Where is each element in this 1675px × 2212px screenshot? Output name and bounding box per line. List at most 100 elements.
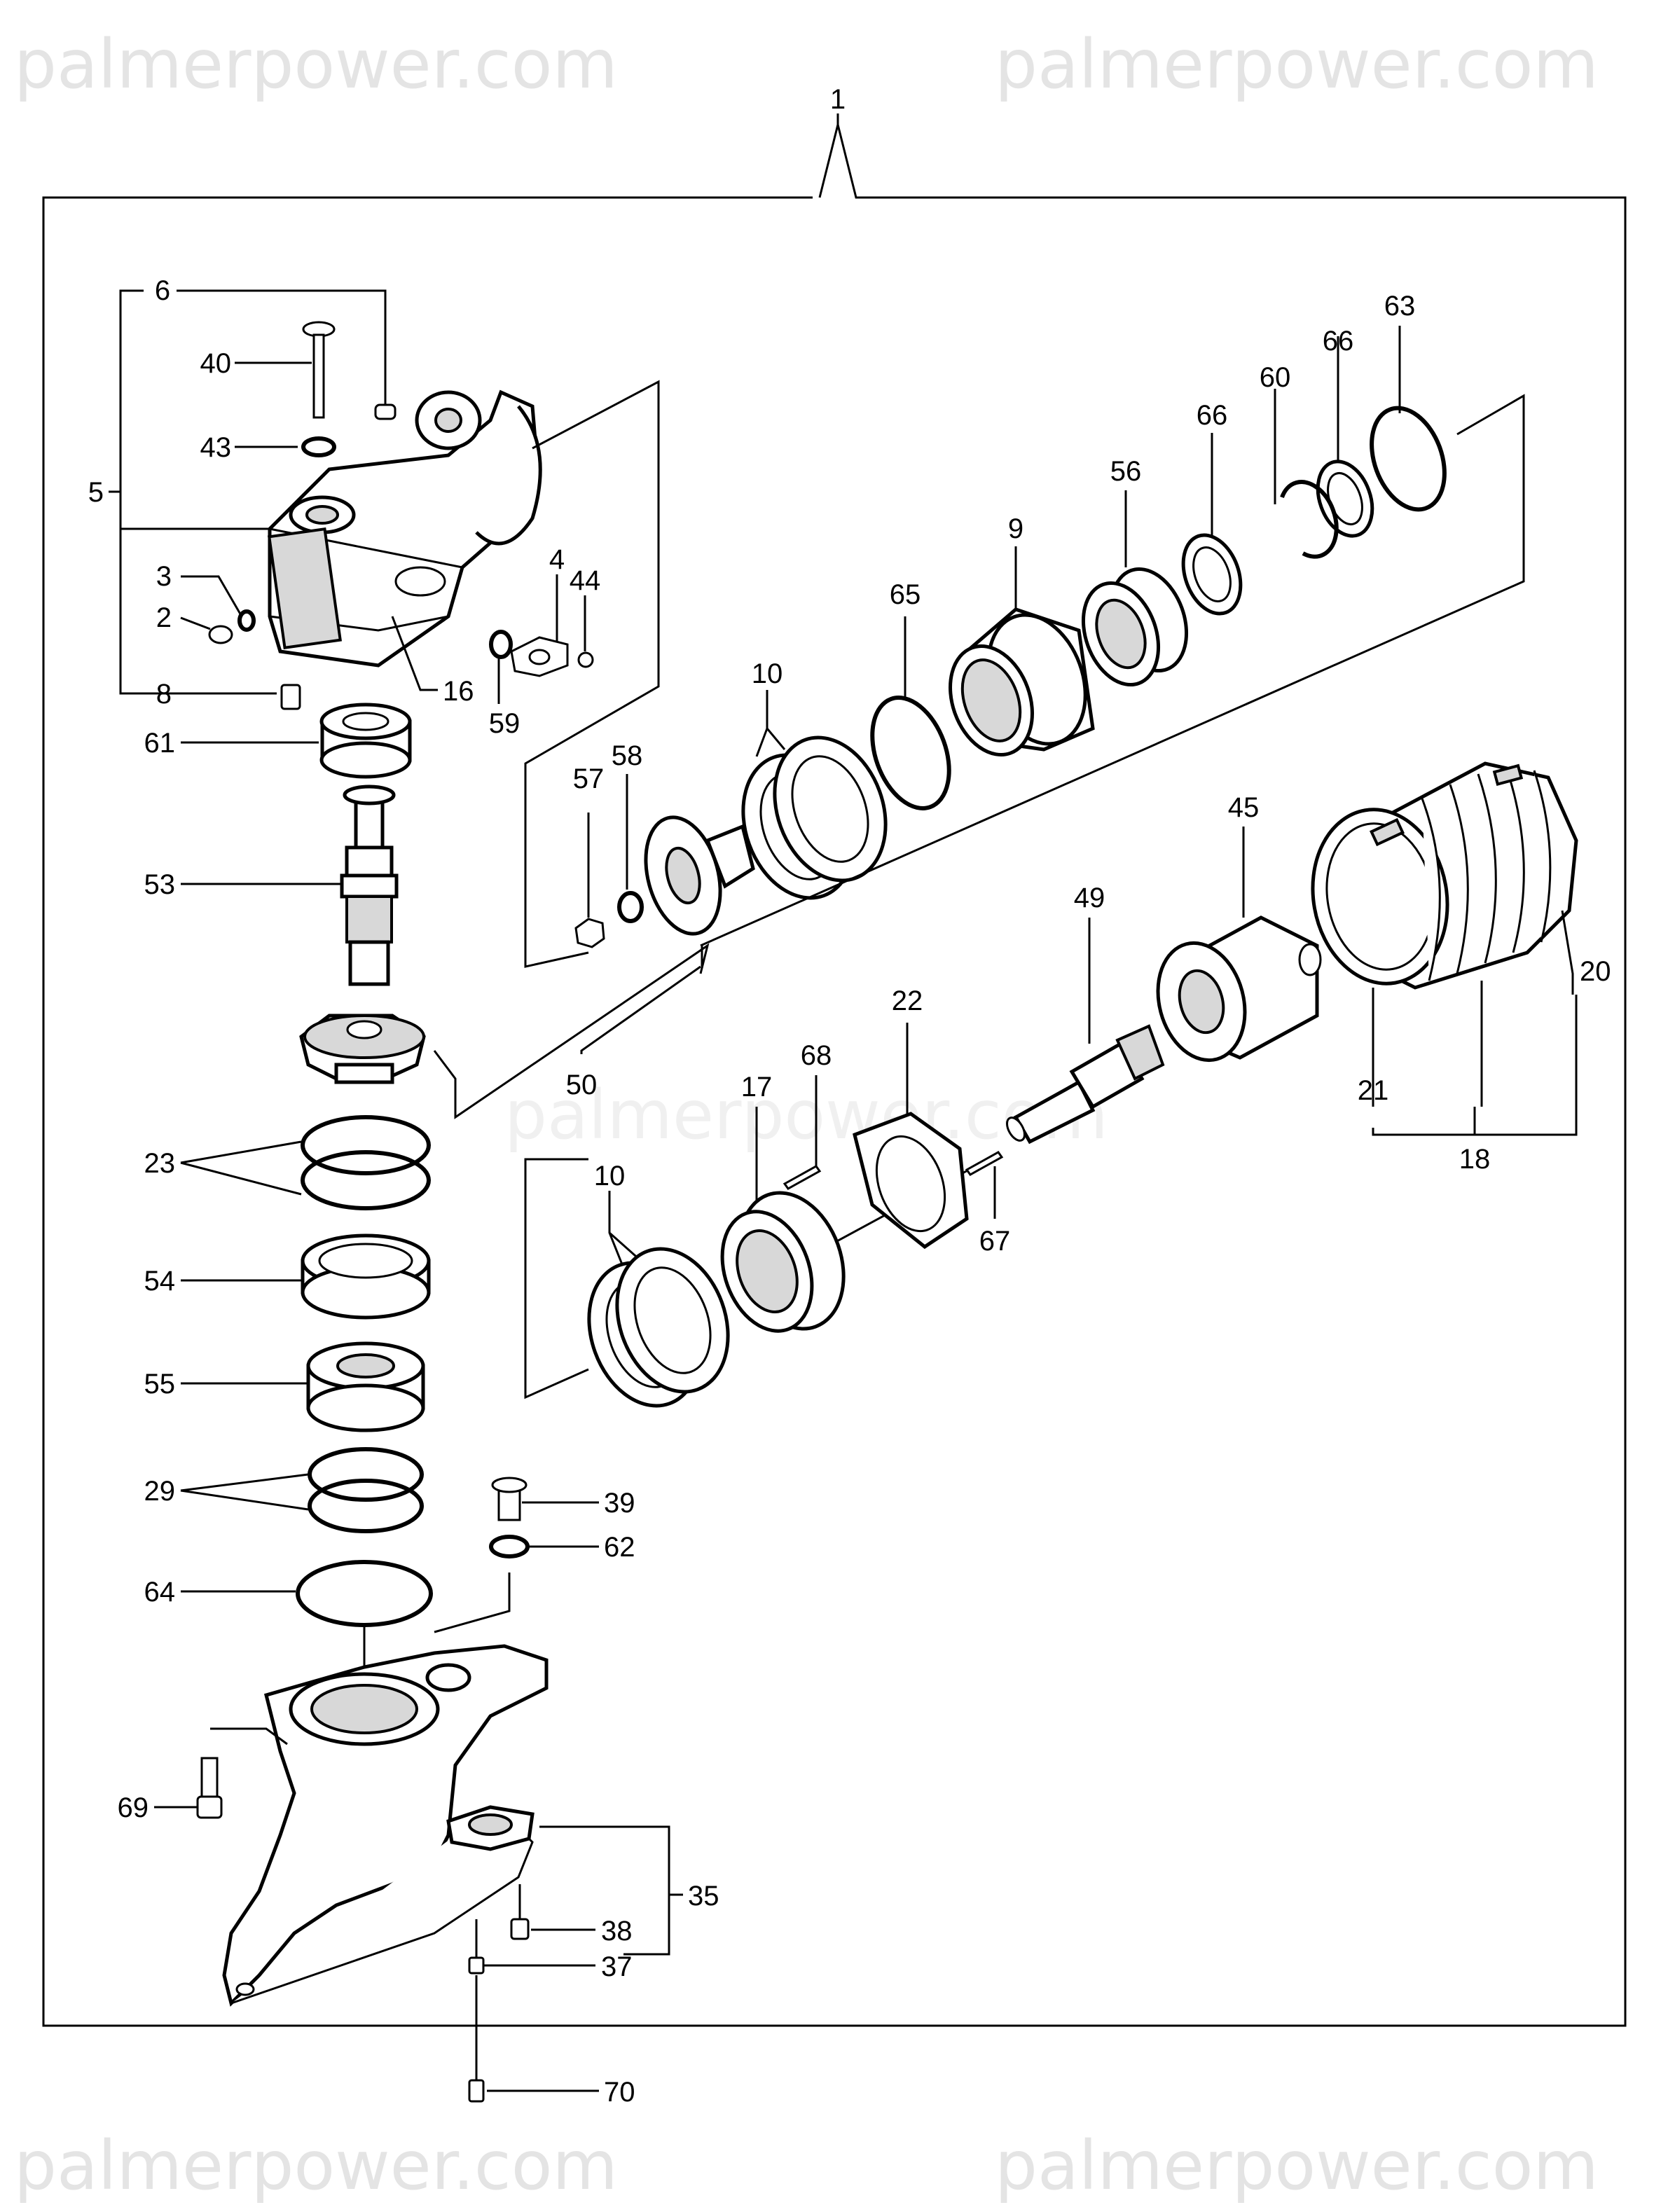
leader-62-to-housing: [434, 1572, 511, 1633]
callout-44: 44: [570, 565, 601, 596]
callout-1: 1: [830, 84, 846, 115]
part-6-plug: [374, 403, 397, 420]
part-10-shim-lower-b-inner: [633, 1266, 712, 1374]
leader-3: [181, 575, 243, 617]
callout-18: 18: [1459, 1144, 1491, 1175]
watermark-top-right: palmerpower.com: [995, 25, 1599, 104]
bracket-upper-right: [700, 394, 1525, 947]
leader-20: [1561, 910, 1574, 995]
part-54-bearing: [301, 1233, 431, 1320]
leader-50: [580, 965, 701, 1054]
callout-64: 64: [144, 1577, 176, 1608]
part-61-bearing: [319, 703, 412, 779]
callout-66-b: 66: [1323, 326, 1354, 357]
callout-16: 16: [443, 676, 474, 707]
part-29-shim-lower: [308, 1479, 424, 1533]
part-2-screw: [208, 625, 233, 644]
part-17-bearing-retainer: [720, 1191, 846, 1333]
callout-9: 9: [1008, 513, 1023, 544]
leader-6: [177, 289, 387, 405]
callout-58: 58: [612, 740, 643, 771]
part-39-bushing: [491, 1477, 528, 1521]
part-57-nut: [574, 918, 605, 948]
watermark-center: palmerpower.com: [504, 1076, 1108, 1154]
part-18-bellows: [1311, 761, 1578, 990]
callout-66-a: 66: [1197, 400, 1228, 431]
callout-62: 62: [604, 1532, 635, 1563]
part-10-shim-upper-b-inner: [791, 755, 869, 863]
callout-49: 49: [1074, 883, 1105, 913]
leader-16: [391, 616, 438, 691]
bracket-50-lower: [433, 943, 710, 1119]
callout-4: 4: [549, 544, 565, 575]
part-8-plug: [280, 684, 301, 710]
part-9-bearing-housing: [949, 607, 1095, 756]
part-58-washer: [617, 891, 644, 923]
callout-67: 67: [979, 1226, 1011, 1257]
part-23-shim-lower: [301, 1150, 431, 1210]
callout-29: 29: [144, 1476, 176, 1507]
callout-2: 2: [156, 602, 172, 633]
part-62-oring: [489, 1535, 530, 1558]
part-44-nut: [577, 651, 594, 668]
callout-35: 35: [688, 1881, 719, 1912]
callout-17: 17: [741, 1072, 773, 1102]
part-43-washer: [301, 436, 336, 457]
callout-21: 21: [1358, 1075, 1389, 1106]
part-lower-gear-housing: [222, 1644, 549, 2007]
callout-38: 38: [601, 1916, 633, 1947]
callout-65: 65: [890, 579, 921, 610]
bracket-lower-left: [524, 1158, 589, 1399]
bracket-35: [539, 1825, 670, 1956]
part-70-anode-bolt: [468, 2079, 485, 2103]
callout-53: 53: [144, 869, 176, 900]
watermark-bottom-left: palmerpower.com: [14, 2127, 618, 2205]
callout-40: 40: [200, 348, 232, 379]
callout-3: 3: [156, 561, 172, 592]
callout-59: 59: [489, 708, 521, 739]
bracket-5: [119, 289, 144, 695]
callout-5: 5: [88, 477, 104, 508]
callout-10-upper: 10: [752, 658, 783, 689]
assembly-frame: [42, 124, 1627, 2027]
callout-20: 20: [1580, 956, 1611, 987]
part-37-plug: [468, 1956, 485, 1975]
part-55-bearing-cup: [306, 1341, 425, 1432]
part-63-oring: [1370, 406, 1447, 512]
callout-68: 68: [801, 1040, 832, 1071]
leader-69-top: [210, 1727, 288, 1746]
part-64-oring: [296, 1560, 433, 1627]
part-66-seal-a-inner: [1192, 546, 1232, 602]
callout-55: 55: [144, 1369, 176, 1399]
part-53-vertical-shaft: [340, 784, 399, 986]
callout-23: 23: [144, 1148, 176, 1179]
part-23-shim-upper: [301, 1115, 431, 1175]
callout-56: 56: [1110, 456, 1142, 487]
callout-54: 54: [144, 1266, 176, 1297]
watermark-bottom-right: palmerpower.com: [995, 2127, 1599, 2205]
callout-6: 6: [155, 275, 170, 306]
part-50-pinion-gear: [299, 1014, 426, 1084]
part-59-oring: [489, 630, 513, 659]
callout-8: 8: [156, 679, 172, 710]
part-60-circlip: [1280, 480, 1339, 559]
part-29-shim-upper: [308, 1447, 424, 1502]
callout-63: 63: [1384, 291, 1416, 322]
part-49-propeller-shaft: [1006, 1024, 1165, 1145]
callout-22: 22: [892, 986, 923, 1016]
watermark-top-left: palmerpower.com: [14, 25, 618, 104]
part-45-cv-joint: [1156, 915, 1322, 1063]
callout-43: 43: [200, 432, 232, 463]
callout-45: 45: [1228, 792, 1260, 823]
leader-2: [180, 616, 211, 630]
part-38-plug: [510, 1918, 530, 1940]
callout-10-lower: 10: [594, 1161, 626, 1191]
part-65-oring: [870, 696, 951, 810]
callout-60: 60: [1260, 362, 1291, 393]
part-5-upper-gear-housing: [267, 389, 542, 668]
leader-23: [180, 1140, 302, 1196]
part-67-screw: [965, 1151, 1004, 1176]
bracket-50-upper: [524, 380, 660, 968]
